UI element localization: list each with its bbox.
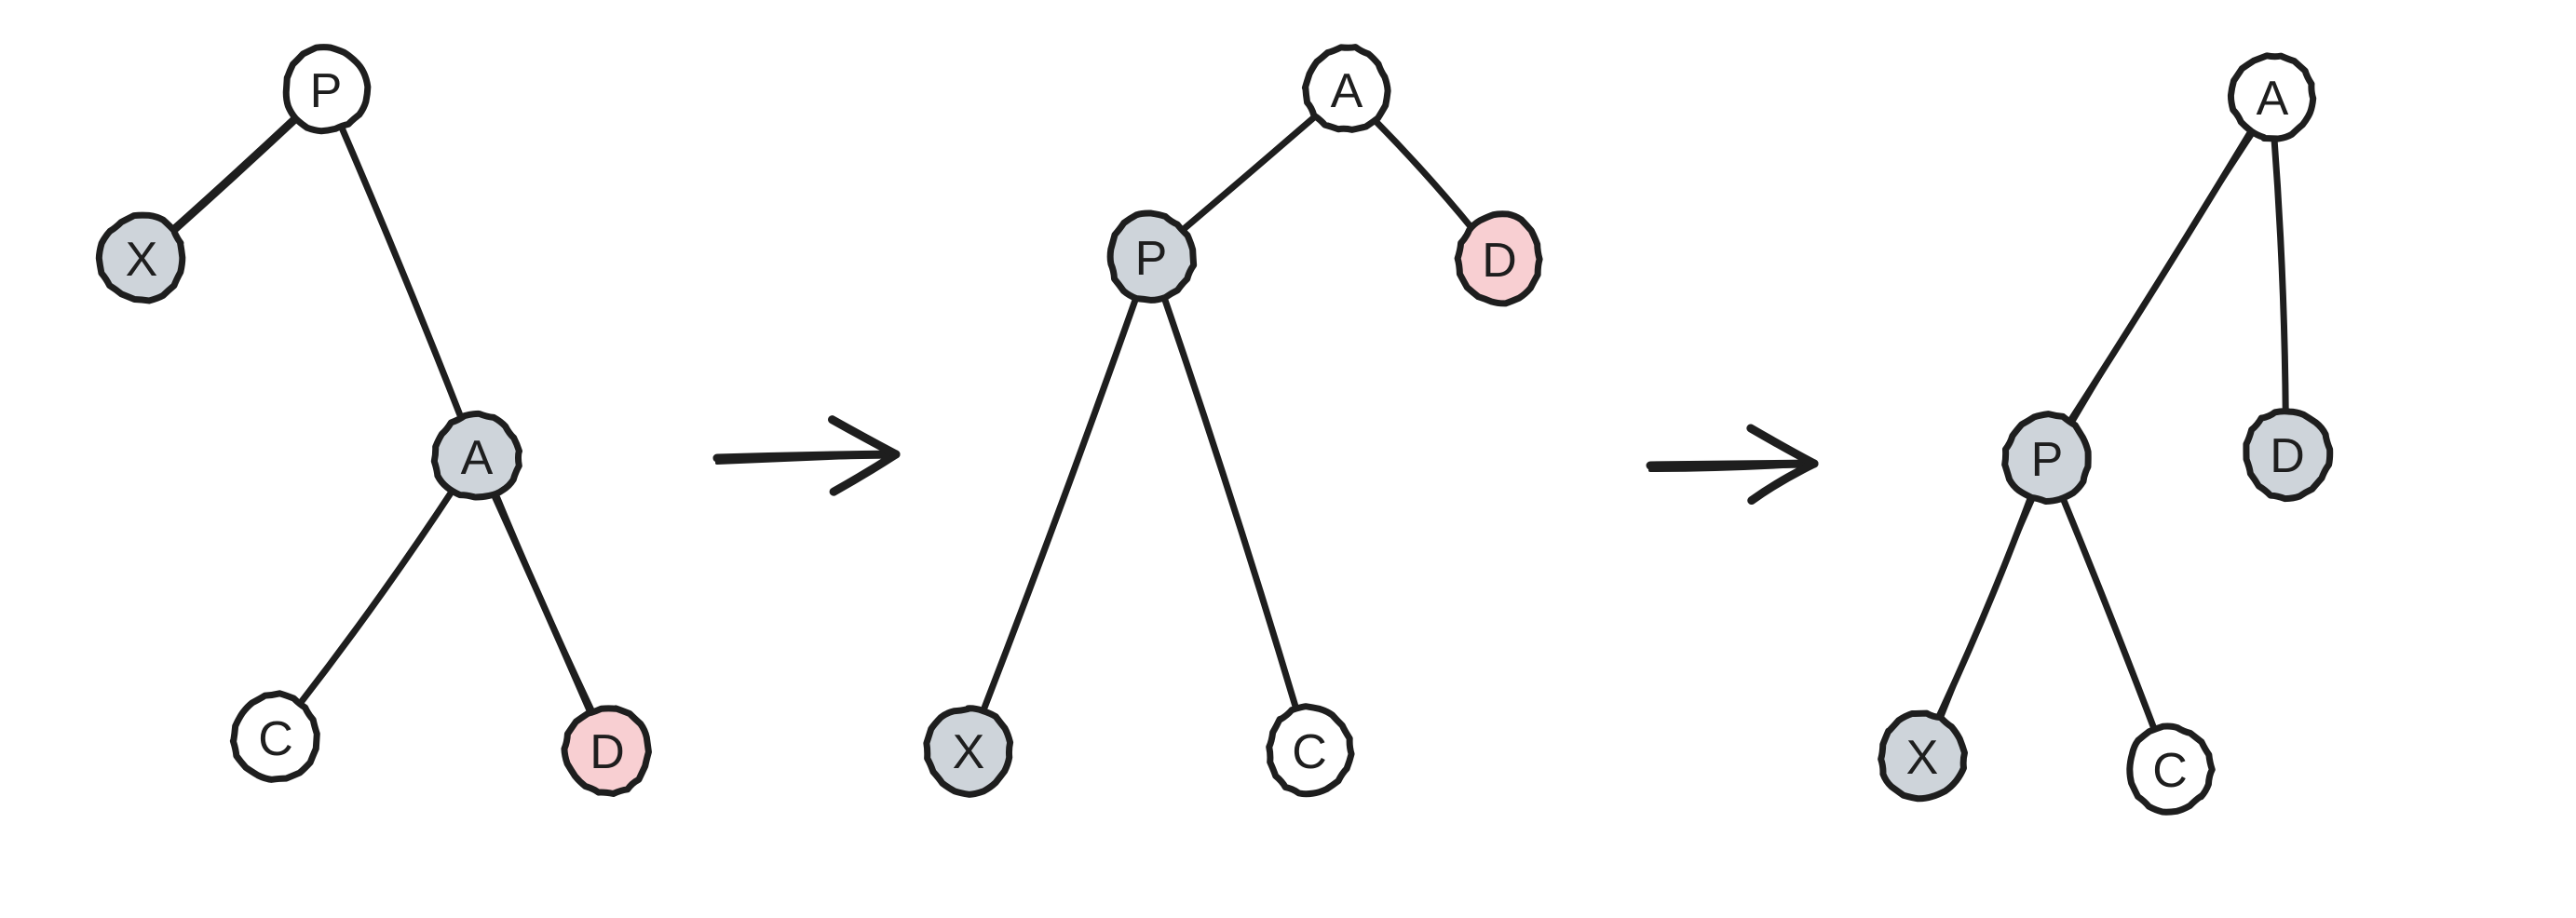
nodes-layer: P X A C D A P D X C A P D X C — [95, 44, 2334, 816]
transition-arrow-2 — [1646, 424, 1819, 506]
node-label: D — [590, 725, 625, 779]
node-fill — [1108, 213, 1192, 302]
node-label: X — [953, 725, 985, 779]
node-fill — [2128, 725, 2211, 811]
tree-node-x[interactable]: X — [95, 211, 186, 304]
edges-layer — [167, 110, 2289, 737]
tree-node-p[interactable]: P — [2001, 411, 2092, 505]
node-outline — [561, 705, 652, 797]
node-outline — [1266, 703, 1355, 798]
node-fill — [2246, 411, 2330, 498]
tree-node-x[interactable]: X — [1878, 709, 1968, 803]
tree-node-p[interactable]: P — [282, 44, 372, 135]
node-fill — [234, 694, 319, 780]
node-outline — [95, 211, 186, 304]
node-outline — [2126, 722, 2216, 816]
tree-node-c[interactable]: C — [1266, 703, 1355, 798]
tree-edge — [2271, 130, 2289, 419]
tree-node-d[interactable]: D — [2243, 408, 2334, 503]
node-label: C — [2152, 744, 2188, 798]
node-outline — [2243, 408, 2334, 503]
node-fill — [100, 215, 184, 302]
node-fill — [2004, 414, 2089, 502]
node-outline — [229, 690, 320, 783]
tree-edge — [978, 290, 1141, 718]
node-label: C — [258, 712, 293, 766]
node-label: C — [1292, 725, 1327, 779]
node-label: P — [1135, 232, 1168, 286]
tree-edge — [1159, 290, 1301, 717]
tree-edge — [1368, 114, 1477, 234]
node-outline — [430, 410, 523, 501]
tree-edge — [167, 111, 303, 236]
node-outline — [923, 705, 1014, 798]
tree-edge — [1933, 491, 2038, 724]
node-label: D — [2270, 429, 2305, 483]
transition-arrow-1 — [712, 415, 901, 496]
tree-edge — [336, 120, 466, 425]
node-outline — [2227, 52, 2317, 142]
node-fill — [1306, 46, 1389, 130]
node-outline — [2001, 411, 2092, 505]
tree-edge — [2064, 125, 2257, 429]
node-fill — [433, 414, 521, 499]
node-outline — [1878, 709, 1968, 803]
node-label: P — [2031, 433, 2064, 487]
node-label: X — [126, 233, 158, 287]
node-fill — [1880, 713, 1964, 801]
node-label: X — [1906, 731, 1939, 785]
tree-node-a[interactable]: A — [2227, 52, 2317, 142]
tree-edge — [1177, 110, 1322, 236]
node-fill — [925, 707, 1010, 793]
node-outline — [282, 44, 372, 135]
node-outline — [1454, 210, 1543, 307]
node-fill — [2232, 55, 2314, 139]
node-fill — [1268, 707, 1350, 795]
tree-node-d[interactable]: D — [561, 705, 652, 797]
node-outline — [1301, 44, 1391, 133]
node-label: P — [310, 64, 343, 118]
tree-node-d[interactable]: D — [1454, 210, 1543, 307]
tree-edge — [2057, 491, 2160, 737]
tree-node-a[interactable]: A — [1301, 44, 1391, 133]
node-label: D — [1482, 234, 1517, 288]
arrows-layer — [712, 415, 1819, 506]
node-fill — [1457, 213, 1539, 303]
tree-edge — [294, 484, 458, 709]
tree-node-c[interactable]: C — [2126, 722, 2216, 816]
node-fill — [565, 708, 651, 794]
tree-node-c[interactable]: C — [229, 690, 320, 783]
node-label: A — [1331, 64, 1363, 118]
tree-node-a[interactable]: A — [430, 410, 523, 501]
node-label: A — [2257, 72, 2289, 126]
node-outline — [1106, 209, 1198, 304]
node-fill — [285, 47, 368, 133]
tree-node-x[interactable]: X — [923, 705, 1014, 798]
node-label: A — [461, 431, 494, 485]
tree-edge — [489, 488, 597, 719]
tree-node-p[interactable]: P — [1106, 209, 1198, 304]
